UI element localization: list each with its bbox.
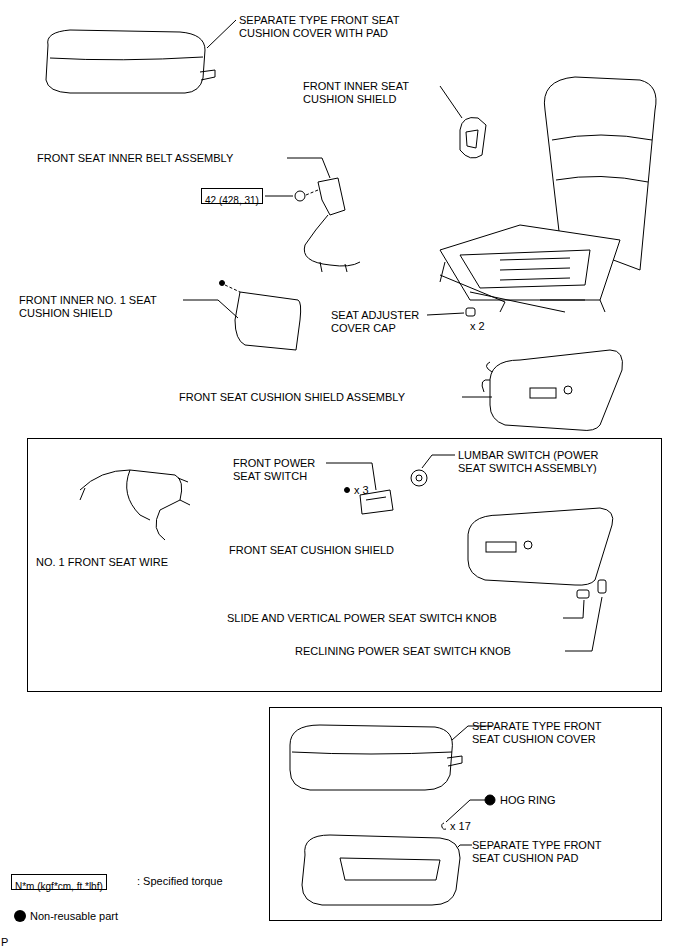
legend-text: : Specified torque xyxy=(137,875,223,888)
part-name: SLIDE AND VERTICAL POWER SEAT SWITCH KNO… xyxy=(227,612,497,625)
lumbar-switch xyxy=(411,470,427,486)
group-frame xyxy=(28,439,662,692)
switch-knobs xyxy=(577,590,589,598)
cushion-shield xyxy=(486,542,516,552)
leader-lines xyxy=(183,300,238,318)
seat-frame xyxy=(552,135,652,140)
cushion-cover xyxy=(290,725,452,790)
part-name: NO. 1 FRONT SEAT WIRE xyxy=(36,556,168,569)
hog-ring xyxy=(485,795,495,805)
torque-box: 42 (428, 31) xyxy=(201,188,263,204)
seat-frame xyxy=(440,225,620,300)
cushion-shield xyxy=(468,508,613,585)
power-seat-switch xyxy=(345,488,350,493)
cushion-cover-with-pad xyxy=(200,70,215,80)
seat-frame xyxy=(440,262,605,312)
cushion-shield xyxy=(468,508,613,585)
group-frame xyxy=(270,708,662,921)
leader-lines xyxy=(563,600,584,618)
leader-lines xyxy=(422,455,455,468)
switch-knobs xyxy=(598,580,606,593)
legend-symbol xyxy=(14,910,26,922)
cushion-shield-assembly xyxy=(482,362,492,392)
switch-knobs xyxy=(577,580,606,598)
page-mark: P xyxy=(1,936,8,949)
seat-frame xyxy=(440,77,656,312)
cushion-shield-assembly xyxy=(530,388,556,398)
leader-lines xyxy=(207,20,236,48)
cushion-shield-assembly xyxy=(564,386,572,394)
torque-unit-box: N*m (kgf*cm, ft.*lbf) xyxy=(11,874,107,890)
seat-frame xyxy=(556,176,648,182)
cushion-cover xyxy=(292,752,452,754)
part-name: SEPARATE TYPE FRONT SEAT CUSHION COVER xyxy=(472,720,622,746)
inner-belt-assembly xyxy=(295,178,360,272)
part-name: FRONT INNER SEAT CUSHION SHIELD xyxy=(303,80,433,106)
group-frame xyxy=(28,439,662,921)
lumbar-switch xyxy=(416,475,422,481)
leader-lines xyxy=(265,196,293,197)
hog-ring xyxy=(442,823,446,829)
no1-front-seat-wire xyxy=(80,470,190,540)
adjuster-cover-cap xyxy=(466,308,475,316)
part-name: FRONT SEAT CUSHION SHIELD ASSEMBLY xyxy=(179,391,405,404)
inner-no1-cushion-shield xyxy=(225,285,240,292)
cushion-cover-with-pad xyxy=(46,30,215,93)
quantity: x 2 xyxy=(470,320,485,333)
inner-belt-assembly xyxy=(320,262,347,272)
inner-belt-assembly xyxy=(295,191,305,201)
inner-seat-cushion-shield xyxy=(466,130,478,148)
leader-lines xyxy=(462,397,492,398)
power-seat-switch xyxy=(366,497,386,500)
inner-seat-cushion-shield xyxy=(460,118,486,159)
part-name: FRONT POWER SEAT SWITCH xyxy=(233,457,323,483)
cushion-pad xyxy=(302,835,460,905)
seat-frame xyxy=(500,258,570,280)
inner-belt-assembly xyxy=(318,178,345,215)
inner-no1-cushion-shield xyxy=(220,281,301,351)
inner-seat-cushion-shield xyxy=(460,118,486,159)
part-name: SEAT ADJUSTER COVER CAP xyxy=(331,309,441,335)
legend-symbol xyxy=(14,910,26,922)
cushion-cover-with-pad xyxy=(46,30,205,93)
leader-lines xyxy=(427,313,464,315)
leader-lines xyxy=(440,86,462,118)
leader-lines xyxy=(565,597,602,651)
inner-no1-cushion-shield xyxy=(220,281,225,286)
quantity: x 3 xyxy=(354,484,369,497)
box-text: N*m (kgf*cm, ft.*lbf) xyxy=(15,881,103,893)
seat-frame xyxy=(440,275,585,312)
cushion-shield xyxy=(524,541,532,549)
part-name: FRONT INNER NO. 1 SEAT CUSHION SHIELD xyxy=(19,294,179,320)
inner-belt-assembly xyxy=(306,190,318,195)
no1-front-seat-wire xyxy=(80,470,190,520)
cushion-pad xyxy=(340,858,440,880)
power-seat-switch xyxy=(345,488,394,515)
cushion-shield-assembly xyxy=(490,350,623,430)
box-text: 42 (428, 31) xyxy=(205,195,259,207)
cushion-cover xyxy=(290,725,462,790)
part-name: SEPARATE TYPE FRONT SEAT CUSHION PAD xyxy=(472,839,622,865)
no1-front-seat-wire xyxy=(80,470,182,540)
part-name: FRONT SEAT INNER BELT ASSEMBLY xyxy=(37,152,233,165)
inner-no1-cushion-shield xyxy=(235,292,301,350)
quantity: x 17 xyxy=(450,820,471,833)
part-name: RECLINING POWER SEAT SWITCH KNOB xyxy=(295,645,511,658)
part-name: LUMBAR SWITCH (POWER SEAT SWITCH ASSEMBL… xyxy=(458,449,618,475)
adjuster-cover-cap xyxy=(466,308,475,316)
part-name: FRONT SEAT CUSHION SHIELD xyxy=(229,544,394,557)
inner-belt-assembly xyxy=(304,215,360,266)
leader-lines xyxy=(287,158,330,178)
lumbar-switch xyxy=(411,470,427,486)
cushion-cover-with-pad xyxy=(50,57,203,60)
cushion-cover xyxy=(447,756,462,766)
part-name: SEPARATE TYPE FRONT SEAT CUSHION COVER W… xyxy=(239,14,424,40)
legend-text: Non-reusable part xyxy=(30,910,118,923)
cushion-shield-assembly xyxy=(482,350,623,430)
part-name: HOG RING xyxy=(500,794,556,807)
seat-frame xyxy=(460,250,590,288)
cushion-pad xyxy=(302,835,460,905)
